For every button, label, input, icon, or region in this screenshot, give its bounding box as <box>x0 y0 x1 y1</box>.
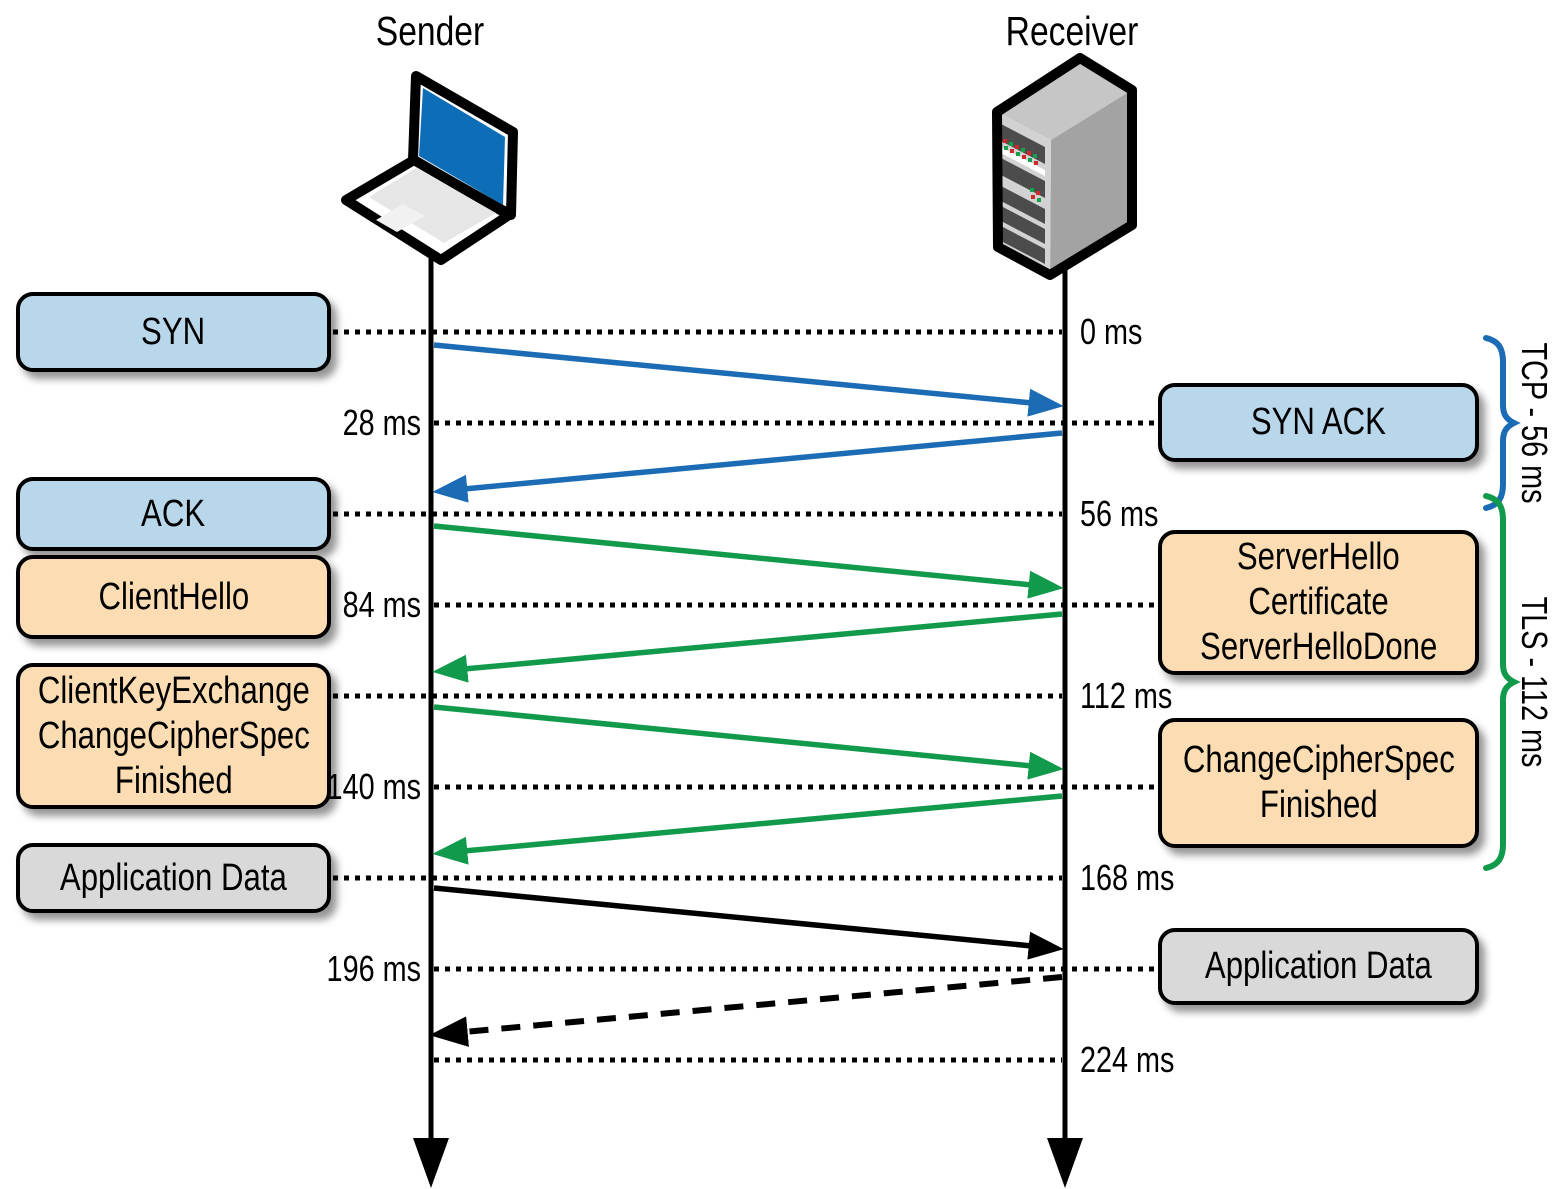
message-box-changecipherspec: ChangeCipherSpec Finished <box>1158 718 1479 848</box>
message-box-clientkeyexchange: ClientKeyExchange ChangeCipherSpec Finis… <box>16 663 331 809</box>
sender-lifeline-arrowhead <box>413 1138 449 1188</box>
message-box-serverhello: ServerHello Certificate ServerHelloDone <box>1158 530 1479 675</box>
message-label: Finished <box>114 759 233 802</box>
message-label: ServerHelloDone <box>1199 626 1438 668</box>
arrow-serverhello <box>432 611 1063 683</box>
receiver-lifeline-arrowhead <box>1047 1138 1083 1188</box>
message-label: SYN ACK <box>1250 401 1387 443</box>
arrow-syn <box>433 342 1064 417</box>
tcp-duration-label: TCP - 56 ms <box>1514 342 1555 504</box>
message-label: ChangeCipherSpec <box>37 714 310 757</box>
receiver-label: Receiver <box>1005 8 1139 54</box>
laptop-icon <box>341 71 518 265</box>
message-label: ACK <box>141 492 206 535</box>
message-label: SYN <box>141 310 206 353</box>
tls-duration-label: TLS - 112 ms <box>1514 596 1555 768</box>
arrow-application-data <box>433 885 1064 960</box>
tick-168ms: 168 ms <box>1080 857 1175 898</box>
message-box-ack: ACK <box>16 477 331 551</box>
message-box-application-data-sender: Application Data <box>16 843 331 913</box>
message-box-clienthello: ClientHello <box>16 555 331 639</box>
arrow-changecipherspec <box>432 793 1063 865</box>
message-box-application-data-receiver: Application Data <box>1158 928 1479 1005</box>
sender-label: Sender <box>375 8 485 54</box>
arrow-application-data-response <box>429 974 1063 1047</box>
tick-56ms: 56 ms <box>1080 493 1159 534</box>
message-box-syn: SYN <box>16 292 331 372</box>
tick-224ms: 224 ms <box>1080 1039 1175 1080</box>
arrow-clienthello <box>433 523 1064 599</box>
tick-28ms: 28 ms <box>342 402 421 443</box>
message-label: Application Data <box>1205 945 1432 987</box>
message-label: ChangeCipherSpec <box>1182 739 1455 781</box>
tick-196ms: 196 ms <box>326 948 421 989</box>
arrow-clientkeyexchange <box>433 704 1064 780</box>
message-label: ClientHello <box>98 575 249 618</box>
message-label: Application Data <box>60 856 287 899</box>
tick-84ms: 84 ms <box>342 584 421 625</box>
message-label: Certificate <box>1248 581 1389 623</box>
tick-112ms: 112 ms <box>1080 675 1173 716</box>
tls-brace <box>1483 493 1521 871</box>
message-label: ClientKeyExchange <box>37 669 310 712</box>
message-label: Finished <box>1259 784 1378 826</box>
tcp-brace <box>1483 335 1521 511</box>
arrow-syn-ack <box>432 430 1063 503</box>
message-label: ServerHello <box>1237 536 1400 578</box>
server-icon <box>992 53 1137 280</box>
message-box-syn-ack: SYN ACK <box>1158 383 1479 462</box>
tick-140ms: 140 ms <box>326 766 421 807</box>
tick-0ms: 0 ms <box>1080 311 1143 352</box>
